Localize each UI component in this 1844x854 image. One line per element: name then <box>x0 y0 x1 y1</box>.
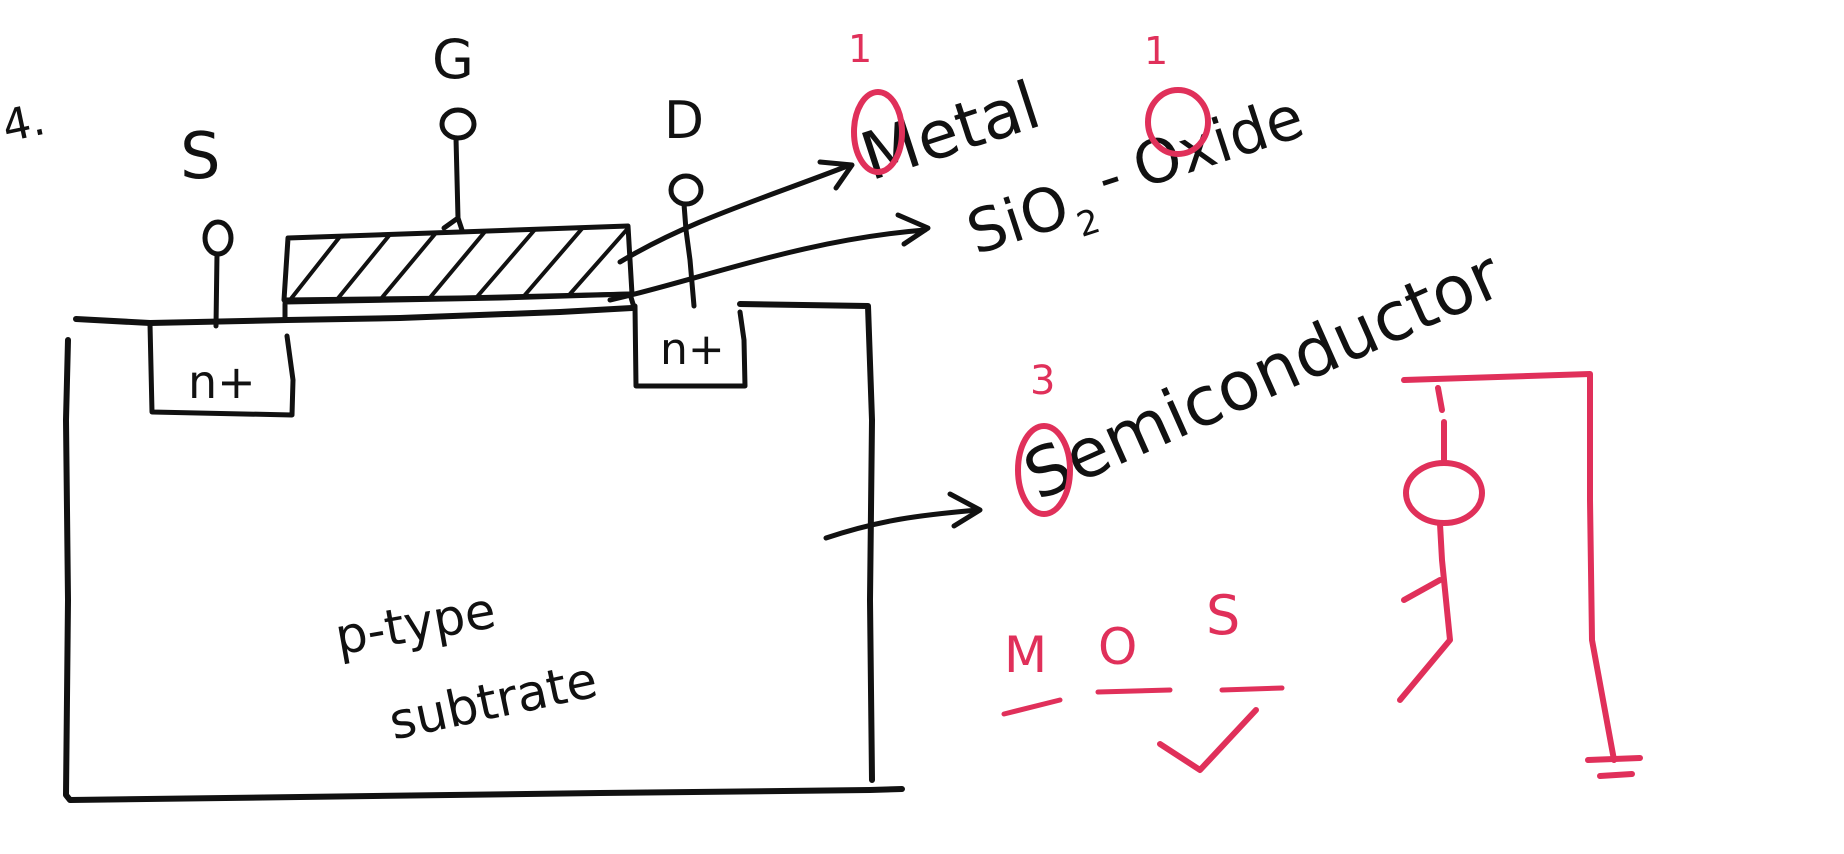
oxide-number: 1 <box>1144 29 1168 73</box>
source-nplus-well <box>147 321 296 418</box>
acronym-m: M <box>1004 626 1047 684</box>
substrate-label-line1: p-type <box>331 581 500 666</box>
gate-metal-hatch <box>288 226 630 304</box>
acronym-underline-o <box>1095 687 1173 695</box>
metal-initial-circle <box>851 89 905 175</box>
mos-acronym: M O S <box>1001 584 1285 773</box>
gate-metal <box>281 223 635 304</box>
acronym-underline-s <box>1219 685 1285 693</box>
mosfet-symbol-sketch <box>1397 371 1643 779</box>
drain-terminal: D <box>664 91 704 309</box>
check-mark-icon <box>1157 707 1259 773</box>
source-terminal: S <box>180 120 234 329</box>
arrow-to-semiconductor <box>823 491 983 541</box>
oxide-layer-label: SiO 2 - Oxide 1 <box>959 29 1312 269</box>
substrate-outline <box>63 301 905 803</box>
semiconductor-initial-circle <box>1015 423 1073 517</box>
drain-nplus-well <box>632 303 748 389</box>
oxide-subscript: 2 <box>1072 201 1105 246</box>
drain-label: D <box>664 91 704 151</box>
metal-layer-label: Metal 1 <box>848 27 1049 196</box>
oxide-initial-circle <box>1145 87 1211 157</box>
source-label: S <box>180 120 221 194</box>
svg-text:4.: 4. <box>0 94 49 153</box>
gate-terminal: G <box>432 28 477 233</box>
item-marker: 4. <box>0 94 49 153</box>
arrow-to-metal <box>617 159 855 265</box>
semiconductor-number: 3 <box>1030 358 1055 404</box>
gate-label: G <box>432 28 474 91</box>
substrate-label: p-type subtrate <box>331 581 602 751</box>
source-doping-label: n+ <box>188 355 256 409</box>
arrow-to-oxide <box>607 212 931 303</box>
acronym-o: O <box>1098 618 1137 676</box>
svg-text:Metal: Metal <box>852 66 1049 196</box>
acronym-s: S <box>1206 584 1240 647</box>
oxide-formula: SiO <box>959 171 1078 269</box>
metal-number: 1 <box>848 27 872 71</box>
oxide-dash: - <box>1088 141 1130 214</box>
drain-doping-label: n+ <box>660 324 725 375</box>
acronym-underline-m <box>1001 697 1063 717</box>
substrate-label-line2: subtrate <box>384 651 602 752</box>
